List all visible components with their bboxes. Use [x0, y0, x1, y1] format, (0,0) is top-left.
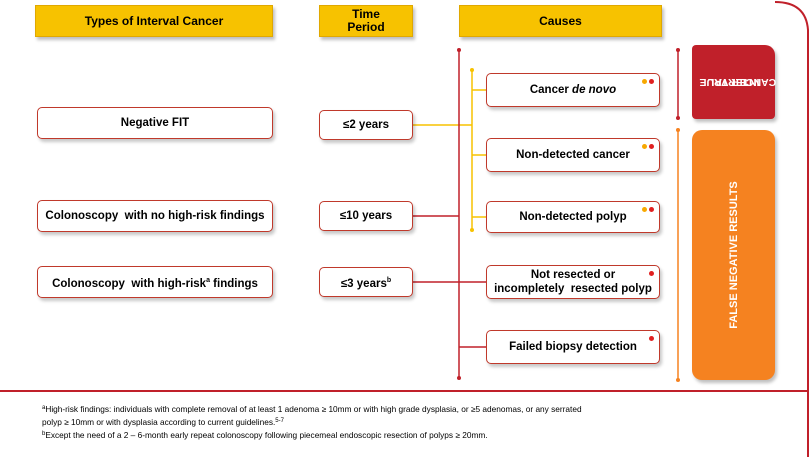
- cause-cancer-de-novo: Cancer de novo: [486, 73, 660, 107]
- period-10-years: ≤10 years: [319, 201, 413, 231]
- type-colonoscopy-no-high-risk: Colonoscopy with no high-risk findings: [37, 200, 273, 232]
- footnote-b: bExcept the need of a 2 – 6-month early …: [42, 430, 488, 440]
- red-dot-icon: [649, 79, 654, 84]
- red-dot-icon: [649, 144, 654, 149]
- red-dot-icon: [649, 271, 654, 276]
- orange-dot-icon: [642, 79, 647, 84]
- red-bracket-bottom: [457, 376, 461, 380]
- period-3-years: ≤3 yearsb: [319, 267, 413, 297]
- false-negative-results-label: FALSE NEGATIVE RESULTS: [692, 130, 775, 380]
- cause-non-detected-polyp: Non-detected polyp: [486, 201, 660, 233]
- cause-non-detected-cancer: Non-detected cancer: [486, 138, 660, 172]
- orange-dot-icon: [642, 144, 647, 149]
- cause-failed-biopsy-detection: Failed biopsy detection: [486, 330, 660, 364]
- header-causes-label: Causes: [539, 13, 582, 28]
- header-types-label: Types of Interval Cancer: [84, 13, 224, 28]
- red-dot-icon: [649, 207, 654, 212]
- type-negative-fit: Negative FIT: [37, 107, 273, 139]
- header-types: Types of Interval Cancer: [35, 5, 273, 37]
- true-interval-cancer-label: TRUE INTERVAL CANCER: [692, 45, 776, 119]
- footnote-a: aHigh-risk findings: individuals with co…: [42, 404, 582, 427]
- yellow-bracket-top: [470, 68, 474, 72]
- outer-frame: [774, 1, 809, 457]
- red-dot-icon: [649, 336, 654, 341]
- footnotes: aHigh-risk findings: individuals with co…: [42, 402, 762, 441]
- yellow-bracket-bottom: [470, 228, 474, 232]
- period-2-years: ≤2 years: [319, 110, 413, 140]
- orange-dot-icon: [642, 207, 647, 212]
- header-causes: Causes: [459, 5, 662, 37]
- red-bracket-top: [457, 48, 461, 52]
- type-colonoscopy-high-risk: Colonoscopy with high-riska findings: [37, 266, 273, 298]
